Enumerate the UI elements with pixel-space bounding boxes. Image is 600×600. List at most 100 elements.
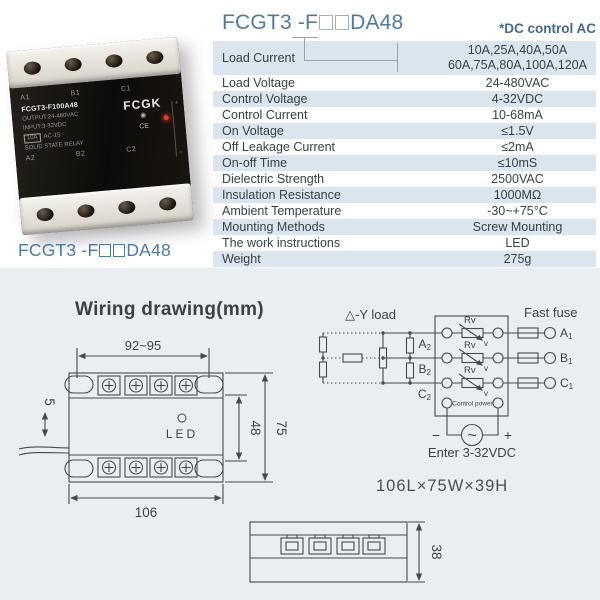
table-row: Load Voltage 24-480VAC <box>213 75 596 91</box>
spec-label: Dielectric Strength <box>222 172 325 186</box>
phase-sub: 2 <box>427 343 432 352</box>
ac-symbol: ~ <box>467 428 476 445</box>
phase-letter: B <box>560 351 568 365</box>
spec-label: Mounting Methods <box>222 220 325 234</box>
spec-label: Insulation Resistance <box>222 188 341 202</box>
terminal-hole <box>104 53 124 69</box>
led-label: LED <box>166 427 198 441</box>
terminal-hole <box>145 50 164 65</box>
dim-left-label: 5 <box>42 398 57 406</box>
plus-label: + <box>504 427 512 443</box>
dim-height-label: 38 <box>429 544 444 559</box>
load-label: △-Y load <box>345 307 396 322</box>
relay-box <box>434 315 509 417</box>
placeholder-box <box>319 15 334 30</box>
screw <box>97 375 121 396</box>
screw <box>149 457 173 478</box>
table-row: Ambient Temperature -30~+75°C <box>213 203 596 219</box>
terminal-hole <box>158 196 177 212</box>
spec-value: 4-32VDC <box>491 91 544 106</box>
terminal-label: B1 <box>70 89 81 98</box>
relay-rating-box: 10A <box>23 132 41 144</box>
clamp <box>308 534 332 555</box>
table-row: Weight 275g <box>213 251 596 267</box>
terminal-label: C2 <box>126 146 137 155</box>
spec-label: Control Current <box>222 108 308 122</box>
connector-line <box>304 37 305 61</box>
placeholder-box <box>335 15 350 30</box>
spec-label: Load Voltage <box>222 76 295 90</box>
screw <box>124 457 148 478</box>
relay-front-face: A1 B1 C1 FCGT3-F100A48 OUTPUT:24-480VAC … <box>9 73 191 199</box>
output-label-c1: C1 <box>560 376 574 391</box>
overall-size-label: 106L×75W×39H <box>376 477 509 495</box>
table-row: Insulation Resistance 1000MΩ <box>213 187 596 203</box>
relay-spec-text: FCGT3-F100A48 OUTPUT:24-480VAC INPUT:3-3… <box>21 98 114 153</box>
phase-letter: B <box>419 362 427 376</box>
dim-bottom-label: 106 <box>135 505 158 520</box>
spec-label: Ambient Temperature <box>222 204 342 218</box>
terminal-hole <box>117 200 136 215</box>
spec-value: 275g <box>503 251 532 266</box>
spec-value: LED <box>505 235 530 250</box>
minus-label: − <box>432 427 440 443</box>
control-power-circuit <box>441 397 504 447</box>
product-caption: FCGT3 -F DA48 <box>18 240 171 261</box>
connector-line <box>304 60 398 61</box>
spec-value: -30~+75°C <box>487 203 548 218</box>
table-row: Off Leakage Current≤2mA <box>213 139 596 155</box>
screw <box>174 457 198 478</box>
spec-value: 10A,25A,40A,50A 60A,75A,80A,100A,120A <box>447 43 587 72</box>
input-label-c2: C2 <box>418 387 432 402</box>
clamp <box>280 534 304 555</box>
v-label: v <box>484 339 488 348</box>
relay-rating-suffix: AC-15 <box>43 132 61 140</box>
output-label-a1: A1 <box>560 326 573 341</box>
circuit-diagram: △-Y load Fast fuse Rv v Rv v Rv v A2 B2 … <box>318 305 577 460</box>
clamp <box>362 534 386 555</box>
spec-label: Weight <box>222 252 261 266</box>
phase-sub: 2 <box>427 368 432 377</box>
connector-underline <box>292 37 318 38</box>
plus-mark: + <box>174 100 179 107</box>
terminal-label: B2 <box>75 150 86 159</box>
phase-sub: 1 <box>569 382 574 391</box>
mounting-slots <box>64 375 224 478</box>
terminal-clamps <box>280 534 386 555</box>
spec-value: 1000MΩ <box>493 187 542 202</box>
input-label-b2: B2 <box>419 362 432 377</box>
dim-inner-label: 48 <box>248 420 263 435</box>
caption-suffix: DA48 <box>126 240 171 260</box>
screw <box>97 457 121 478</box>
phase-sub: 1 <box>568 357 573 366</box>
spec-label: The work instructions <box>222 236 341 250</box>
spec-label: On Voltage <box>222 124 284 138</box>
placeholder-box <box>113 244 126 257</box>
spec-value: 24-480VAC <box>485 75 550 90</box>
screw <box>174 375 198 396</box>
spec-value: ≤10mS <box>497 155 538 170</box>
output-label-b1: B1 <box>560 351 573 366</box>
side-view-outline <box>249 521 425 583</box>
led-circle <box>177 413 187 423</box>
minus-mark: − <box>179 149 184 157</box>
fuse-label: Fast fuse <box>524 305 577 320</box>
terminal-hole <box>76 203 96 219</box>
phase-letter: A <box>419 337 427 351</box>
spec-label: Off Leakage Current <box>222 140 336 154</box>
caption-prefix: FCGT3 -F <box>18 240 99 260</box>
circuit-labels: △-Y load Fast fuse Rv v Rv v Rv v A2 B2 … <box>345 305 577 460</box>
table-row: On-off Time≤10mS <box>213 155 596 171</box>
spec-value: Screw Mounting <box>472 219 563 234</box>
screw <box>149 375 173 396</box>
terminal-hole <box>64 57 83 72</box>
wiring-section-background <box>0 268 600 600</box>
table-row: Mounting Methods Screw Mounting <box>213 219 596 235</box>
product-photo: A1 B1 C1 FCGT3-F100A48 OUTPUT:24-480VAC … <box>6 36 194 236</box>
v-label: v <box>484 364 488 373</box>
title-suffix: DA48 <box>350 11 404 34</box>
delta-y-load <box>318 331 415 385</box>
